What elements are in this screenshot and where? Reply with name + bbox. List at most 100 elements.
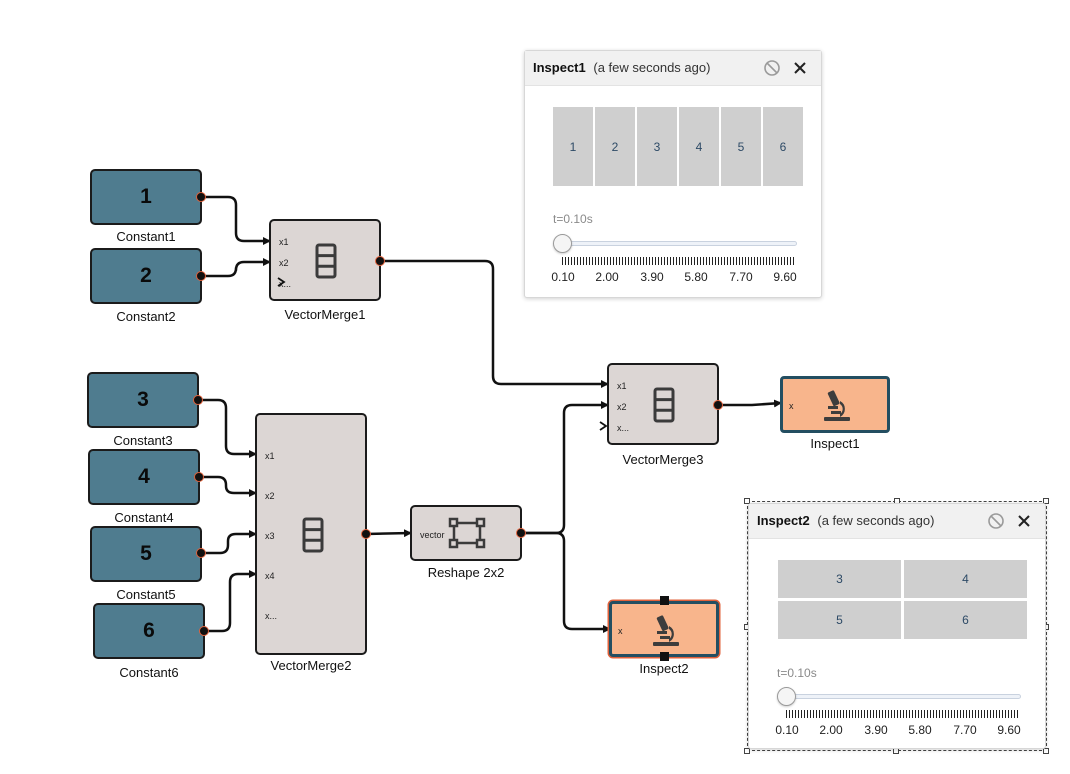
inspect2-panel-header[interactable]: Inspect2 (a few seconds ago)	[749, 504, 1045, 539]
inspect2-panel[interactable]: Inspect2 (a few seconds ago) 3 4 5 6 t=0…	[748, 503, 1046, 749]
inspect1-slider-thumb[interactable]	[553, 234, 572, 253]
wire-constant6-vm2[interactable]	[203, 570, 257, 633]
constant3-block[interactable]: 3	[87, 372, 199, 428]
inspect1-value-cell: 6	[763, 107, 803, 186]
inspect2-tick-label: 5.80	[908, 723, 932, 737]
inspect2-value-cell: 6	[904, 601, 1027, 639]
inspect1-panel-timestamp: (a few seconds ago)	[593, 60, 711, 75]
vectormerge3-open-input-chevron	[599, 421, 608, 431]
inspect1-value-cell: 3	[637, 107, 677, 186]
inspect1-label: Inspect1	[810, 436, 860, 451]
inspect2-tick-label: 0.10	[775, 723, 799, 737]
vectormerge1-output-port[interactable]	[375, 256, 385, 266]
constant5-output-port[interactable]	[196, 548, 206, 558]
constant5-label: Constant5	[116, 587, 176, 602]
vectormerge3-block[interactable]: x1 x2 x...	[607, 363, 719, 445]
inspect2-value-cell: 5	[778, 601, 901, 639]
vectormerge1-port-x2: x2	[279, 258, 289, 268]
inspect2-time-label: t=0.10s	[777, 666, 817, 680]
constant4-output-port[interactable]	[194, 472, 204, 482]
wire-vm1-vm3[interactable]	[380, 259, 609, 388]
constant6-label: Constant6	[119, 665, 179, 680]
ban-icon	[764, 60, 780, 76]
vectormerge3-port-x2: x2	[617, 402, 627, 412]
inspect2-value-cell: 4	[904, 560, 1027, 598]
wire-reshape-vm3[interactable]	[521, 401, 609, 535]
inspect2-disable-button[interactable]	[987, 512, 1005, 530]
vectormerge2-port-x2: x2	[265, 491, 275, 501]
constant1-block[interactable]: 1	[90, 169, 202, 225]
vectormerge3-port-xmore: x...	[617, 423, 630, 433]
vectormerge3-output-port[interactable]	[713, 400, 723, 410]
inspect2-slider-thumb[interactable]	[777, 687, 796, 706]
inspect1-time-slider[interactable]	[555, 241, 797, 246]
inspect2-resize-handle-top[interactable]	[660, 596, 669, 605]
constant1-value: 1	[140, 185, 152, 208]
constant6-output-port[interactable]	[199, 626, 209, 636]
reshape-port-vector: vector	[420, 530, 445, 540]
inspect2-frame-handle-sw[interactable]	[744, 748, 750, 754]
inspect2-frame-handle-se[interactable]	[1043, 748, 1049, 754]
inspect2-resize-handle-bottom[interactable]	[660, 652, 669, 661]
vectormerge1-port-xmore: x...	[279, 279, 292, 289]
inspect1-slider-ticks	[562, 257, 796, 265]
constant3-value: 3	[137, 388, 149, 411]
inspect1-value-cell: 1	[553, 107, 593, 186]
inspect1-tick-label: 3.90	[640, 270, 664, 284]
vectormerge2-block[interactable]: x1 x2 x3 x4 x...	[255, 413, 367, 655]
reshape-label: Reshape 2x2	[427, 565, 505, 580]
constant6-block[interactable]: 6	[93, 603, 205, 659]
inspect1-tick-label: 0.10	[551, 270, 575, 284]
constant4-value: 4	[138, 465, 150, 488]
vectormerge3-port-x1: x1	[617, 381, 627, 391]
wire-reshape-inspect2[interactable]	[521, 531, 611, 633]
constant2-value: 2	[140, 264, 152, 287]
reshape-output-port[interactable]	[516, 528, 526, 538]
close-icon	[1018, 515, 1030, 527]
stack-icon	[313, 242, 339, 280]
constant4-block[interactable]: 4	[88, 449, 200, 505]
reshape-block[interactable]: vector	[410, 505, 522, 561]
vectormerge1-port-x1: x1	[279, 237, 289, 247]
constant2-output-port[interactable]	[196, 271, 206, 281]
stack-icon	[651, 386, 677, 424]
inspect1-value-cell: 2	[595, 107, 635, 186]
inspect1-port-x: x	[789, 401, 794, 411]
constant3-output-port[interactable]	[193, 395, 203, 405]
wire-vm2-reshape[interactable]	[365, 529, 412, 538]
wire-constant4-vm2[interactable]	[198, 475, 257, 497]
inspect2-panel-title: Inspect2	[757, 513, 810, 528]
vectormerge2-port-x3: x3	[265, 531, 275, 541]
constant5-block[interactable]: 5	[90, 526, 202, 582]
inspect1-disable-button[interactable]	[763, 59, 781, 77]
wire-constant5-vm2[interactable]	[200, 530, 257, 555]
constant1-output-port[interactable]	[196, 192, 206, 202]
inspect1-tick-label: 9.60	[773, 270, 797, 284]
vectormerge1-block[interactable]: x1 x2 x...	[269, 219, 381, 301]
inspect1-close-button[interactable]	[791, 59, 809, 77]
inspect1-tick-label: 2.00	[595, 270, 619, 284]
constant2-block[interactable]: 2	[90, 248, 202, 304]
inspect2-panel-timestamp: (a few seconds ago)	[817, 513, 935, 528]
inspect1-block[interactable]: x	[780, 376, 890, 433]
inspect2-port-x: x	[618, 626, 623, 636]
inspect1-tick-label: 5.80	[684, 270, 708, 284]
inspect2-frame-handle-ne[interactable]	[1043, 498, 1049, 504]
wire-vm3-inspect1[interactable]	[718, 399, 782, 408]
close-icon	[794, 62, 806, 74]
inspect2-frame-handle-nw[interactable]	[744, 498, 750, 504]
reshape-frame-icon	[448, 517, 486, 549]
wire-constant2-vm1[interactable]	[201, 258, 271, 278]
inspect1-time-label: t=0.10s	[553, 212, 593, 226]
inspect1-panel[interactable]: Inspect1 (a few seconds ago) 1 2 3 4 5 6…	[524, 50, 822, 298]
inspect2-block[interactable]: x	[609, 601, 719, 657]
wire-constant3-vm2[interactable]	[198, 398, 257, 458]
inspect2-close-button[interactable]	[1015, 512, 1033, 530]
inspect1-panel-title: Inspect1	[533, 60, 586, 75]
vectormerge2-output-port[interactable]	[361, 529, 371, 539]
inspect1-value-cell: 5	[721, 107, 761, 186]
wire-constant1-vm1[interactable]	[201, 195, 271, 245]
inspect2-time-slider[interactable]	[779, 694, 1021, 699]
